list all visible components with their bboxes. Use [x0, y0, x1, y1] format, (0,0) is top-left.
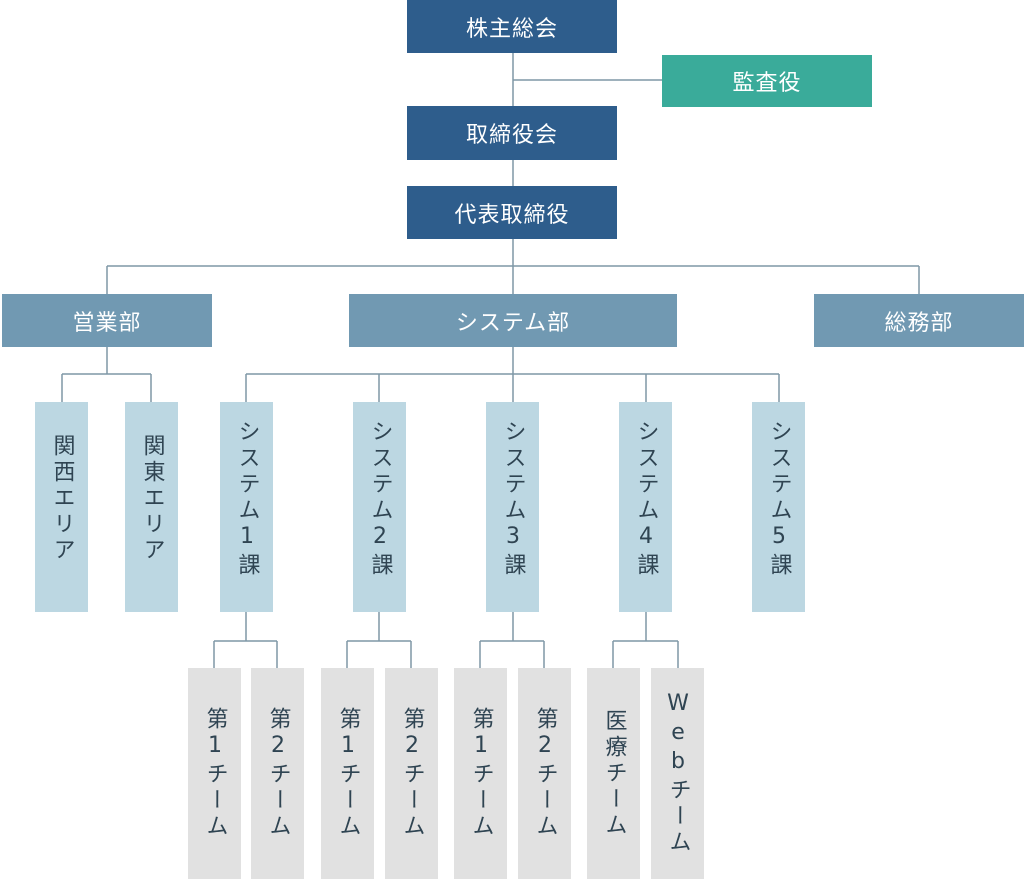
node-label: 医療チーム — [601, 708, 627, 839]
node-label: 第2チーム — [532, 707, 558, 840]
node-label: システム4課 — [633, 419, 659, 579]
node-auditor: 監査役 — [662, 55, 872, 107]
node-system-department: システム部 — [349, 294, 677, 347]
node-sales-department: 営業部 — [2, 294, 212, 347]
node-section1-team-2: 第2チーム — [251, 668, 304, 879]
node-label: システム1課 — [234, 419, 260, 579]
node-label: 関東エリア — [139, 434, 165, 564]
node-label: 第1チーム — [335, 707, 361, 840]
node-label: 第1チーム — [468, 707, 494, 840]
node-label: 第2チーム — [265, 707, 291, 840]
node-label: 取締役会 — [465, 123, 558, 148]
node-label: 営業部 — [72, 310, 142, 336]
node-section2-team-1: 第1チーム — [321, 668, 374, 879]
node-system-section-5: システム5課 — [752, 402, 805, 612]
node-general-affairs-department: 総務部 — [814, 294, 1024, 347]
node-section1-team-1: 第1チーム — [188, 668, 241, 879]
node-system-section-3: システム3課 — [486, 402, 539, 612]
node-label: 監査役 — [732, 71, 802, 96]
node-label: 関西エリア — [49, 434, 75, 564]
node-label: 総務部 — [884, 310, 954, 336]
node-label: システム部 — [455, 310, 571, 336]
node-label: システム5課 — [766, 419, 792, 579]
node-section2-team-2: 第2チーム — [385, 668, 438, 879]
node-board-of-directors: 取締役会 — [407, 106, 617, 160]
node-section3-team-2: 第2チーム — [518, 668, 571, 879]
node-kanto-area: 関東エリア — [125, 402, 178, 612]
node-label: システム3課 — [500, 419, 526, 579]
node-shareholders-meeting: 株主総会 — [407, 0, 617, 53]
node-section4-medical-team: 医療チーム — [587, 668, 640, 879]
node-section3-team-1: 第1チーム — [454, 668, 507, 879]
node-label: 株主総会 — [465, 16, 558, 42]
node-kansai-area: 関西エリア — [35, 402, 88, 612]
node-label: Webチーム — [665, 691, 691, 856]
node-label: 第1チーム — [202, 707, 228, 840]
node-system-section-1: システム1課 — [220, 402, 273, 612]
node-label: 代表取締役 — [454, 202, 570, 228]
node-system-section-2: システム2課 — [353, 402, 406, 612]
node-representative-director: 代表取締役 — [407, 186, 617, 239]
node-section4-web-team: Webチーム — [651, 668, 704, 879]
node-label: 第2チーム — [399, 707, 425, 840]
node-label: システム2課 — [367, 419, 393, 579]
node-system-section-4: システム4課 — [619, 402, 672, 612]
